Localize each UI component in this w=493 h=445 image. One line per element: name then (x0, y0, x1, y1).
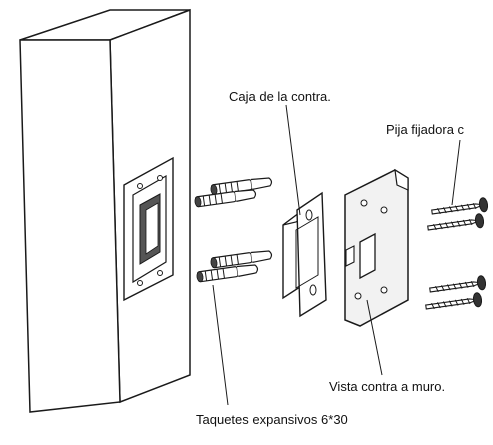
leader-fixing-screw (451, 139, 461, 206)
strike-plate-hole-3 (354, 292, 362, 300)
label-wall-strike-view: Vista contra a muro. (329, 379, 446, 394)
mortise-hole-bottom (137, 280, 143, 286)
strike-box-inner (295, 216, 319, 289)
leader-wall-plugs (212, 284, 229, 406)
mortise-hole-bottom-right (157, 270, 163, 276)
fixing-screws (424, 196, 489, 315)
strike-plate (344, 168, 409, 327)
wall-side-face (19, 39, 121, 413)
strike-plate-lip (394, 168, 409, 191)
mortise-hole-top-right (157, 175, 163, 181)
wall-plug-3 (209, 249, 273, 269)
label-fixing-screw: Pija fijadora c (386, 122, 465, 137)
leader-wall-strike (366, 299, 383, 376)
screw-2 (426, 212, 485, 236)
strike-plate-opening (359, 232, 376, 280)
strike-box (282, 191, 327, 318)
strike-plate-hole-1 (360, 199, 368, 207)
screw-4 (424, 291, 483, 315)
strike-box-slot-top (305, 209, 313, 221)
strike-box-flange (296, 191, 327, 318)
leader-strike-box (285, 104, 301, 216)
wall-mortise (123, 156, 174, 302)
strike-plate-hole-4 (380, 286, 388, 294)
mortise-cavity-light (145, 202, 159, 255)
wall-plugs (193, 176, 273, 283)
strike-plate-hole-2 (380, 206, 388, 214)
mortise-hole-top (137, 183, 143, 189)
label-strike-box: Caja de la contra. (229, 89, 331, 104)
leader-lines (212, 104, 461, 406)
label-wall-plugs: Taquetes expansivos 6*30 (196, 412, 348, 427)
strike-plate-tab (345, 245, 355, 267)
strike-box-slot-bottom (309, 284, 317, 296)
